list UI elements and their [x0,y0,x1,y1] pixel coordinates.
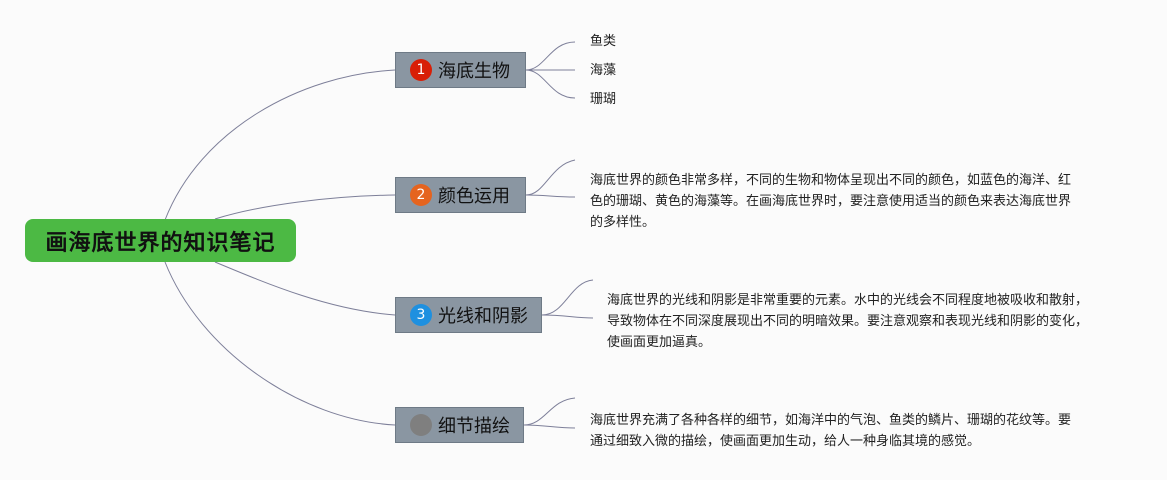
connector-root-branch-1 [164,69,396,221]
connector-b2-desc-lower [525,194,576,198]
badge-number: 2 [416,187,426,203]
branch-label: 细节描绘 [438,416,510,437]
leaf-node-fish[interactable]: 鱼类 [590,34,617,49]
badge-number: 1 [416,62,426,78]
description-node-light[interactable]: 海底世界的光线和阴影是非常重要的元素。水中的光线会不同程度地被吸收和散射，导致物… [607,293,1089,350]
badge-number: 3 [416,307,426,323]
connector-b2-desc [525,159,576,196]
branch-node-4[interactable]: 4 细节描绘 [395,407,524,443]
connector-root-branch-2 [214,194,396,220]
leaf-node-seaweed[interactable]: 海藻 [590,63,617,78]
connector-b1-leaf-3 [525,69,576,99]
description-node-color[interactable]: 海底世界的颜色非常多样，不同的生物和物体呈现出不同的颜色，如蓝色的海洋、红色的珊… [590,173,1072,230]
leaf-node-coral[interactable]: 珊瑚 [590,92,617,107]
number-badge-1-icon: 1 [410,59,432,81]
connector-b1-leaf-1 [525,41,576,71]
root-label: 画海底世界的知识笔记 [45,230,276,256]
connector-b3-desc-lower [541,314,594,319]
branch-node-2[interactable]: 2 颜色运用 [395,177,526,213]
number-badge-3-icon: 3 [410,304,432,326]
connector-root-branch-3 [214,261,396,316]
connector-b3-desc [541,279,594,316]
branch-label: 光线和阴影 [438,306,528,327]
root-node[interactable]: 画海底世界的知识笔记 [25,219,296,262]
connector-b4-desc-lower [523,424,576,429]
connector-root-branch-4 [164,261,396,426]
description-node-details[interactable]: 海底世界充满了各种各样的细节，如海洋中的气泡、鱼类的鳞片、珊瑚的花纹等。要通过细… [590,413,1072,449]
branch-label: 颜色运用 [438,186,510,207]
branch-node-1[interactable]: 1 海底生物 [395,52,526,88]
connector-b4-desc [523,397,576,426]
branch-node-3[interactable]: 3 光线和阴影 [395,297,542,333]
number-badge-2-icon: 2 [410,184,432,206]
number-badge-4-icon: 4 [410,414,432,436]
branch-label: 海底生物 [438,61,510,82]
